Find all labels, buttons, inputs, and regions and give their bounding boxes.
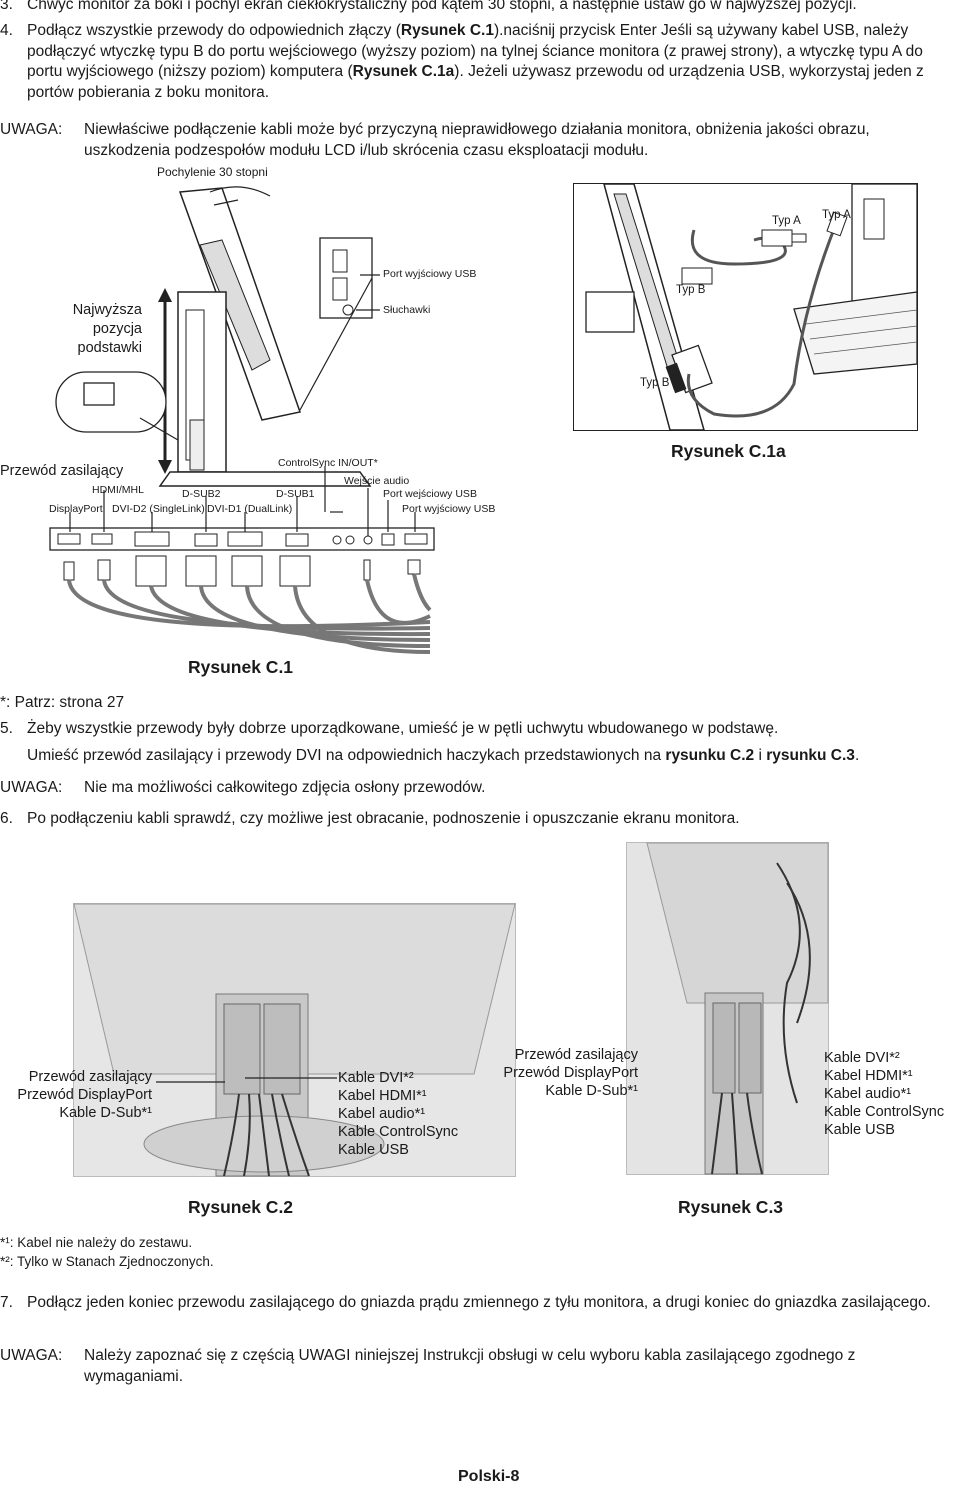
note-2-label: UWAGA: <box>0 779 63 796</box>
ref-rysunku-c3: rysunku C.3 <box>766 747 855 764</box>
caption-rysunek-c2: Rysunek C.2 <box>188 1197 294 1217</box>
page-footer: Polski-8 <box>458 1468 520 1485</box>
c3-label-displayport: Przewód DisplayPort <box>503 1065 638 1081</box>
step-4-number: 4. <box>0 22 13 39</box>
c2-left-labels: Przewód zasilający Przewód DisplayPort K… <box>0 1068 152 1122</box>
label-dvi-d2: DVI-D2 (SingleLink) <box>112 503 205 515</box>
label-displayport: DisplayPort <box>49 503 103 515</box>
step-6-text: Po podłączeniu kabli sprawdź, czy możliw… <box>27 810 740 827</box>
label-dsub2: D-SUB2 <box>182 488 221 500</box>
caption-rysunek-c3: Rysunek C.3 <box>678 1197 784 1217</box>
step-3-number: 3. <box>0 0 13 13</box>
ref-rysunku-c2: rysunku C.2 <box>665 747 755 764</box>
label-hdmi-mhl: HDMI/MHL <box>92 484 144 496</box>
c2-right-labels: Kable DVI*² Kabel HDMI*¹ Kabel audio*¹ K… <box>338 1069 458 1159</box>
label-typ-a-2: Typ A <box>822 209 851 221</box>
c3-label-power: Przewód zasilający <box>514 1047 638 1063</box>
footnote-2: *²: Tylko w Stanach Zjednoczonych. <box>0 1254 214 1269</box>
label-usb-out-side: Port wyjściowy USB <box>383 268 477 280</box>
figure-c3-photo <box>626 842 829 1175</box>
c3-label-dsub: Kable D-Sub*¹ <box>545 1083 638 1099</box>
c2-label-usb: Kable USB <box>338 1142 409 1158</box>
step-5-text-2: Umieść przewód zasilający i przewody DVI… <box>27 747 860 764</box>
label-tilt: Pochylenie 30 stopni <box>157 165 268 179</box>
label-highest-position: Najwyższa pozycja podstawki <box>72 302 142 356</box>
c3-left-labels: Przewód zasilający Przewód DisplayPort K… <box>470 1046 638 1100</box>
c2-label-dvi: Kable DVI*² <box>338 1070 414 1086</box>
label-power-cord-c1: Przewód zasilający <box>0 463 124 479</box>
label-headphones: Słuchawki <box>383 304 431 316</box>
c3-label-usb: Kable USB <box>824 1122 895 1138</box>
c2-label-dsub: Kable D-Sub*¹ <box>59 1105 152 1121</box>
label-controlsync: ControlSync IN/OUT* <box>278 457 378 469</box>
figure-c2-photo <box>73 903 516 1177</box>
c2-label-audio: Kabel audio*¹ <box>338 1106 426 1122</box>
label-typ-b-2: Typ B <box>640 377 670 389</box>
caption-rysunek-c1a: Rysunek C.1a <box>671 441 786 461</box>
note-3-label: UWAGA: <box>0 1347 63 1364</box>
figure-c1-illustration <box>49 186 435 654</box>
note-2-text: Nie ma możliwości całkowitego zdjęcia os… <box>84 779 486 796</box>
label-usb-out: Port wyjściowy USB <box>402 503 496 515</box>
note-3-text: Należy zapoznać się z częścią UWAGI nini… <box>84 1347 856 1385</box>
note-1-label: UWAGA: <box>0 121 63 138</box>
step-5-text: Żeby wszystkie przewody były dobrze upor… <box>27 720 779 737</box>
footnote-1: *¹: Kabel nie należy do zestawu. <box>0 1235 193 1250</box>
c2-label-hdmi: Kabel HDMI*¹ <box>338 1088 427 1104</box>
figure-c1a-frame <box>573 183 918 431</box>
ref-rysunek-c1a: Rysunek C.1a <box>352 63 455 80</box>
ref-rysunek-c1: Rysunek C.1 <box>400 22 494 39</box>
c3-label-controlsync: Kable ControlSync <box>824 1104 945 1120</box>
c3-label-dvi: Kable DVI*² <box>824 1050 900 1066</box>
c2-label-power: Przewód zasilający <box>28 1069 152 1085</box>
step-6-number: 6. <box>0 810 13 827</box>
step-7-number: 7. <box>0 1294 13 1311</box>
step-5-number: 5. <box>0 720 13 737</box>
step-7-text: Podłącz jeden koniec przewodu zasilające… <box>27 1294 931 1311</box>
c3-right-labels: Kable DVI*² Kabel HDMI*¹ Kabel audio*¹ K… <box>824 1049 944 1139</box>
note-1-text: Niewłaściwe podłączenie kabli może być p… <box>84 121 870 159</box>
label-dsub1: D-SUB1 <box>276 488 315 500</box>
c2-label-controlsync: Kable ControlSync <box>338 1124 459 1140</box>
caption-rysunek-c1: Rysunek C.1 <box>188 657 294 677</box>
c2-label-displayport: Przewód DisplayPort <box>17 1087 152 1103</box>
c3-label-hdmi: Kabel HDMI*¹ <box>824 1068 913 1084</box>
label-usb-in: Port wejściowy USB <box>383 488 477 500</box>
c3-label-audio: Kabel audio*¹ <box>824 1086 912 1102</box>
label-audio-in: Wejście audio <box>344 475 410 487</box>
figure-c1a-illustration <box>585 183 918 431</box>
label-typ-a-1: Typ A <box>772 215 801 227</box>
label-dvi-d1: DVI-D1 (DualLink) <box>207 503 293 515</box>
footnote-see-page: *: Patrz: strona 27 <box>0 694 125 711</box>
step-3-text: Chwyć monitor za boki i pochyl ekran cie… <box>27 0 857 13</box>
step-4-text: Podłącz wszystkie przewody do odpowiedni… <box>27 22 924 101</box>
label-typ-b-1: Typ B <box>676 284 706 296</box>
